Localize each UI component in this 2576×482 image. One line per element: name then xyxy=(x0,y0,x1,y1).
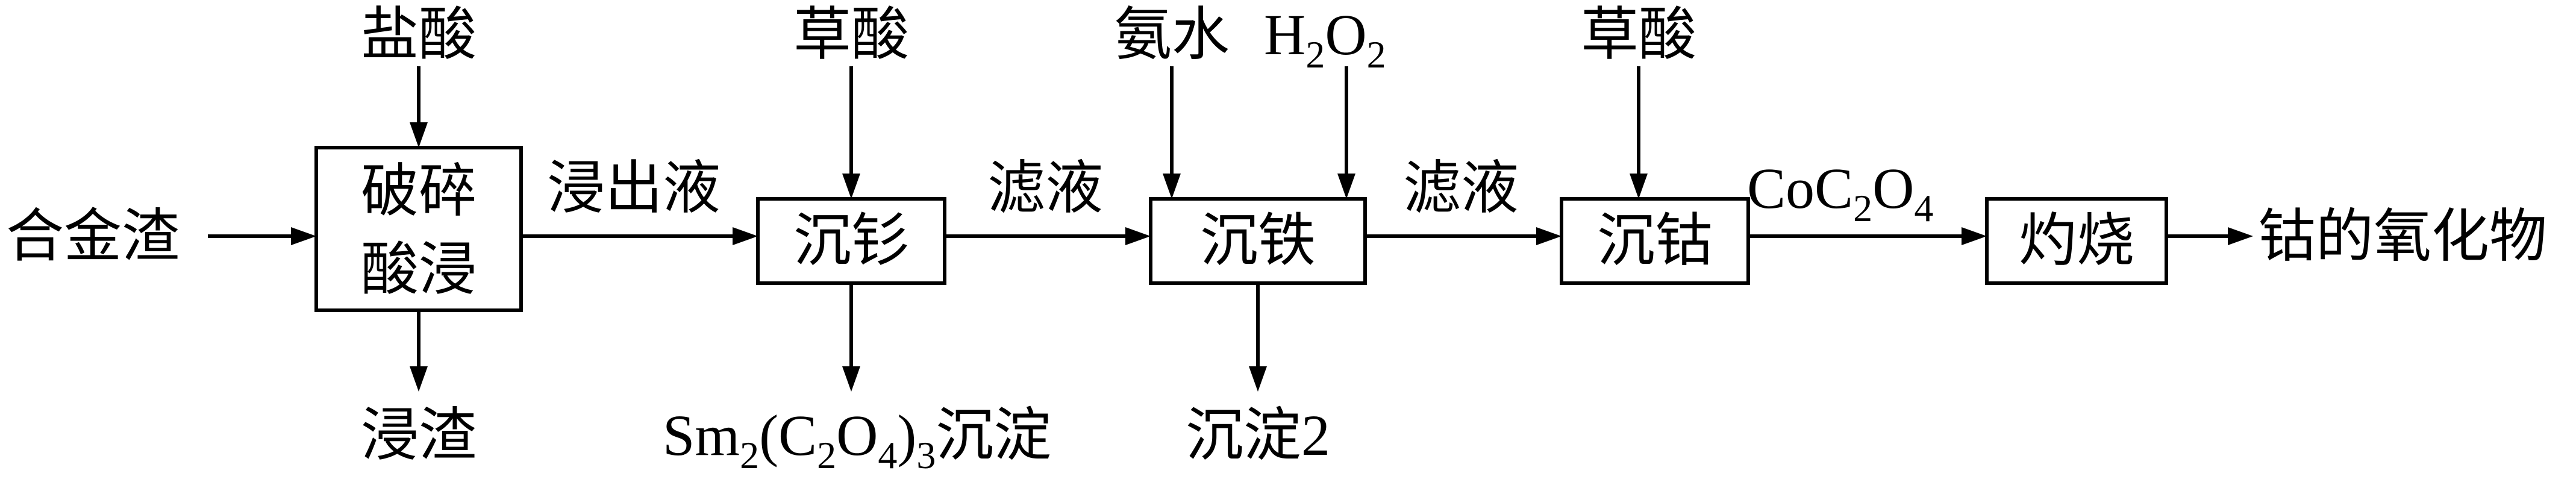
arrow-head xyxy=(1962,227,1987,245)
arrow-head xyxy=(1536,227,1562,245)
filtrate-2-label: 滤液 xyxy=(1403,156,1519,221)
arrow-head xyxy=(1249,366,1267,392)
leach-residue-label: 浸渣 xyxy=(361,403,477,468)
co-precip-label: 沉钴 xyxy=(1597,208,1713,273)
fe-precip-label: 沉铁 xyxy=(1200,208,1316,273)
crush-leach-box xyxy=(314,146,523,312)
roast-box xyxy=(1985,197,2168,285)
arrow-head xyxy=(842,366,860,392)
oxalic-acid-1-label: 草酸 xyxy=(793,2,909,67)
co-precip-box xyxy=(1560,197,1750,285)
roast-label: 灼烧 xyxy=(2019,208,2134,273)
leach-liquor-label: 浸出液 xyxy=(547,156,721,221)
arrow-head xyxy=(733,227,758,245)
hydrochloric-acid-label: 盐酸 xyxy=(361,2,477,67)
arrow-head xyxy=(1125,227,1151,245)
arrow-head xyxy=(410,122,428,148)
sm-precip-label: 沉钐 xyxy=(793,208,909,273)
crush-label: 破碎 xyxy=(361,159,477,224)
alloy-slag-label: 合金渣 xyxy=(6,204,180,269)
arrow-head xyxy=(1337,174,1355,199)
oxalic-acid-2-label: 草酸 xyxy=(1581,2,1696,67)
ammonia-label: 氨水 xyxy=(1114,2,1230,67)
cobalt-oxide-label: 钴的氧化物 xyxy=(2258,204,2547,269)
filtrate-1-label: 滤液 xyxy=(987,156,1103,221)
sm-precip-box xyxy=(756,197,946,285)
arrow-head xyxy=(1630,174,1648,199)
precipitate-2-label: 沉淀2 xyxy=(1186,403,1330,468)
arrow-head xyxy=(291,227,316,245)
h2o2-label: H2O2 xyxy=(1264,2,1386,76)
arrow-head xyxy=(2228,227,2253,245)
acid-leach-label: 酸浸 xyxy=(361,237,477,302)
arrow-head xyxy=(1163,174,1181,199)
sm-oxalate-precip-label: Sm2(C2O4)3沉淀 xyxy=(663,403,1051,477)
coc2o4-label: CoC2O4 xyxy=(1747,156,1933,230)
arrow-head xyxy=(410,366,428,392)
arrow-head xyxy=(842,174,860,199)
